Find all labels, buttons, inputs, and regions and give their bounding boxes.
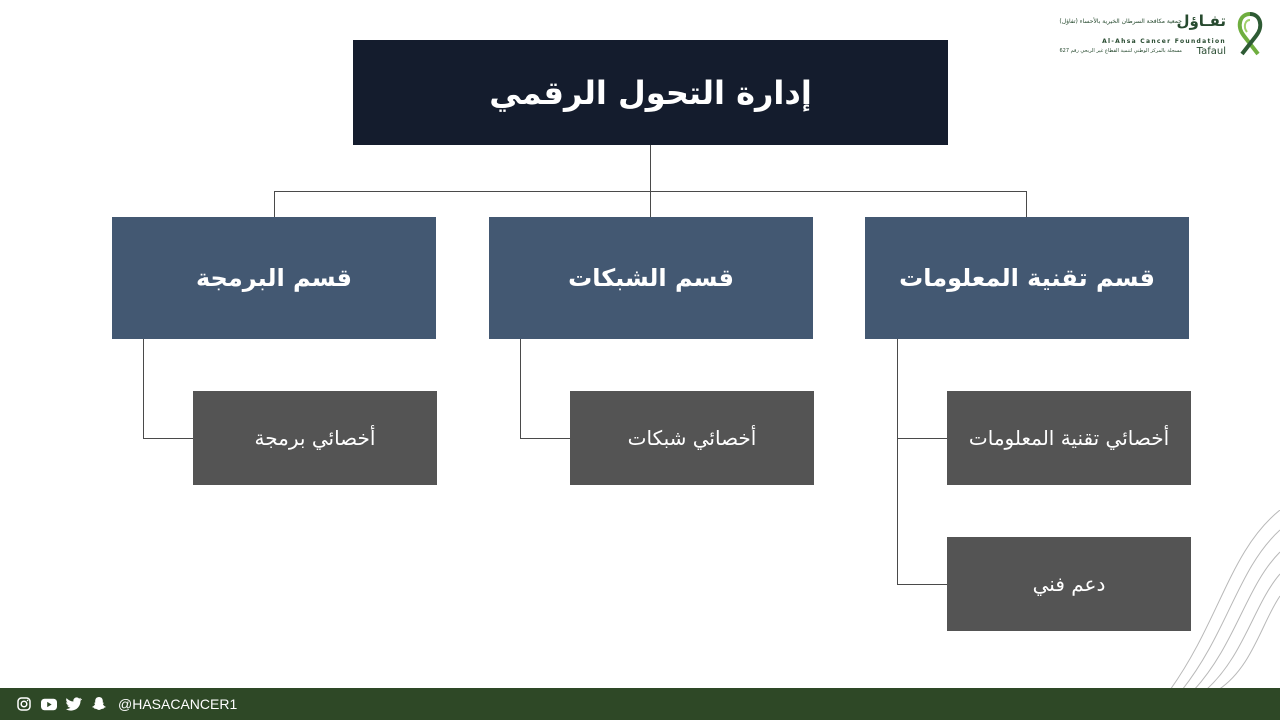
youtube-icon[interactable]: [41, 696, 57, 712]
networks-role-vertical: [520, 339, 521, 438]
networks-role-horizontal: [520, 438, 570, 439]
department-node-networks: قسم الشبكات: [489, 217, 813, 339]
logo-registration-note: مسجلة بالمركز الوطني لتنمية القطاع غير ا…: [1059, 48, 1183, 54]
departments-bus-line: [274, 191, 1027, 192]
role-node-programming-specialist: أخصائي برمجة: [193, 391, 437, 485]
decorative-curves: [1170, 510, 1280, 690]
department-node-it: قسم تقنية المعلومات: [865, 217, 1189, 339]
footer-bar: @HASACANCER1: [0, 688, 1280, 720]
dept-it-drop: [1026, 191, 1027, 217]
it-role-1-horizontal: [897, 438, 947, 439]
instagram-icon[interactable]: [16, 696, 32, 712]
role-node-network-specialist: أخصائي شبكات: [570, 391, 814, 485]
twitter-icon[interactable]: [66, 696, 82, 712]
logo-short-name: Tafaul: [1196, 46, 1226, 57]
logo-arabic-name: تفـاؤل: [1176, 12, 1226, 30]
programming-role-vertical: [143, 339, 144, 438]
dept-programming-drop: [274, 191, 275, 217]
department-node-programming: قسم البرمجة: [112, 217, 436, 339]
programming-role-horizontal: [143, 438, 193, 439]
social-handle[interactable]: @HASACANCER1: [118, 696, 238, 712]
ribbon-logo-icon: [1237, 12, 1263, 56]
snapchat-icon[interactable]: [91, 696, 107, 712]
root-stem-line: [650, 145, 651, 217]
logo-arabic-subtitle: جمعية مكافحة السرطان الخيرية بالأحساء (ت…: [1059, 18, 1182, 25]
logo-english-name: Al-Ahsa Cancer Foundation: [1102, 38, 1226, 45]
role-node-it-specialist: أخصائي تقنية المعلومات: [947, 391, 1191, 485]
root-node: إدارة التحول الرقمي: [353, 40, 948, 145]
it-roles-vertical: [897, 339, 898, 584]
it-role-2-horizontal: [897, 584, 947, 585]
role-node-technical-support: دعم فني: [947, 537, 1191, 631]
brand-logo: تفـاؤل جمعية مكافحة السرطان الخيرية بالأ…: [1058, 10, 1268, 58]
